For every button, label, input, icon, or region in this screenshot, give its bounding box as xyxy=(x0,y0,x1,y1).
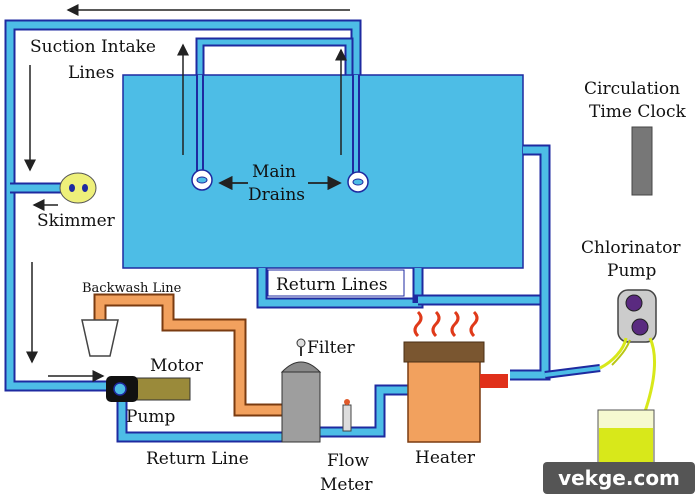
main-drain-right xyxy=(347,171,369,193)
clock-label-2: Time Clock xyxy=(589,102,687,122)
filter-label: Filter xyxy=(307,338,356,358)
backwash-pipe xyxy=(93,293,282,417)
suction-lines-label: Lines xyxy=(68,63,114,83)
filter xyxy=(280,338,322,443)
return-pipe xyxy=(116,384,408,443)
time-clock xyxy=(631,126,653,196)
skimmer-label: Skimmer xyxy=(37,211,116,231)
chlorinator-pump xyxy=(599,289,657,426)
main-drains-label-2: Drains xyxy=(248,185,305,205)
suction-intake-label: Suction Intake xyxy=(30,37,156,57)
flow-meter-label-2: Meter xyxy=(320,475,373,495)
watermark: vekge.com xyxy=(543,462,695,494)
watermark-text: vekge.com xyxy=(558,466,680,490)
pump xyxy=(113,382,127,396)
motor-label: Motor xyxy=(150,356,204,376)
main-drain-left xyxy=(191,169,213,191)
heater-label: Heater xyxy=(415,448,476,468)
heater xyxy=(403,310,508,443)
motor xyxy=(106,376,191,402)
backwash-label: Backwash Line xyxy=(82,281,182,296)
chlorinator-label-2: Pump xyxy=(607,261,657,281)
clock-label-1: Circulation xyxy=(584,79,680,99)
return-lines-label-box xyxy=(267,269,405,297)
pump-label: Pump xyxy=(126,407,176,427)
return-lines-label: Return Lines xyxy=(276,275,388,295)
return-line-label: Return Line xyxy=(146,449,249,469)
drain-pipes xyxy=(196,75,360,178)
chlorinator-label-1: Chlorinator xyxy=(581,238,681,258)
pool xyxy=(122,74,524,269)
main-drains-label-1: Main xyxy=(252,162,296,182)
return-lines-pipe xyxy=(256,144,601,381)
flow-meter-label-1: Flow xyxy=(327,451,369,471)
backwash-drain xyxy=(81,319,119,357)
flow-meter xyxy=(342,399,352,432)
skimmer xyxy=(59,172,97,204)
